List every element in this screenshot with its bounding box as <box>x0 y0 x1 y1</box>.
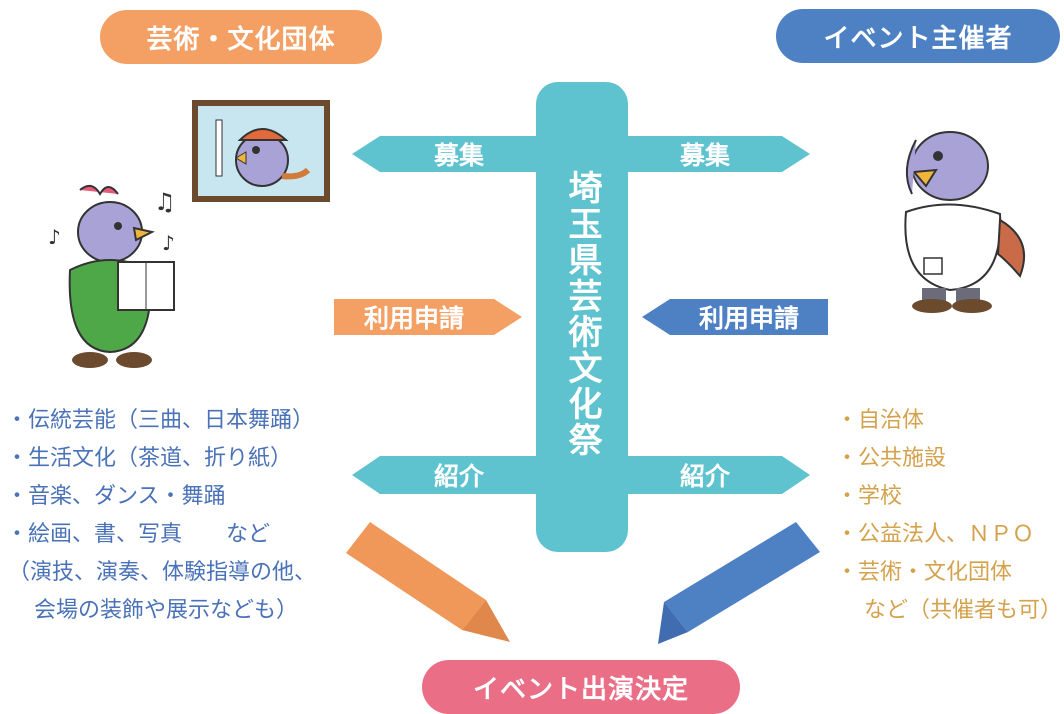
recruit-left-label: 募集 <box>433 141 484 170</box>
list-item: ・芸術・文化団体 <box>836 560 1013 585</box>
event-decision-footer: イベント出演決定 <box>422 660 740 714</box>
list-item: ・絵画、書、写真 など <box>6 522 271 547</box>
recruit-right-label: 募集 <box>679 141 730 170</box>
organizer-bird-mascot <box>904 131 1025 313</box>
introduce-arrow-right <box>628 456 810 494</box>
apply-right-label: 利用申請 <box>698 304 799 333</box>
recruit-arrow-right <box>628 136 810 172</box>
list-item: ・音楽、ダンス・舞踊 <box>6 484 226 509</box>
list-item: ・学校 <box>836 484 903 509</box>
event-organizer-header: イベント主催者 <box>776 9 1060 63</box>
svg-text:♪: ♪ <box>162 231 175 255</box>
introduce-right-label: 紹介 <box>679 462 730 491</box>
apply-left-label: 利用申請 <box>363 304 464 333</box>
center-festival-bar <box>536 82 628 552</box>
introduce-left-label: 紹介 <box>433 462 484 491</box>
arts-note-line-2: 会場の装飾や展示なども） <box>34 598 299 623</box>
list-item: ・生活文化（茶道、折り紙） <box>6 446 293 471</box>
list-item: ・公共施設 <box>836 446 947 471</box>
svg-text:♪: ♪ <box>48 225 61 249</box>
svg-text:♫: ♫ <box>154 188 176 216</box>
apply-arrow-right <box>642 299 828 335</box>
center-festival-label: 埼玉県芸術文化祭 <box>562 170 602 458</box>
introduce-arrow-left <box>352 456 536 494</box>
list-item: ・公益法人、ＮＰＯ <box>836 522 1035 547</box>
list-item: ・伝統芸能（三曲、日本舞踊） <box>6 408 315 433</box>
arts-note-line-1: （演技、演奏、体験指導の他、 <box>8 560 317 585</box>
singing-bird-mascot: ♫ ♪ ♪ <box>48 184 176 368</box>
arts-group-list: ・伝統芸能（三曲、日本舞踊） ・生活文化（茶道、折り紙） ・音楽、ダンス・舞踊 … <box>6 402 314 554</box>
orange-pencil-arrow <box>346 522 510 642</box>
blue-pencil-arrow <box>658 522 820 644</box>
recruit-arrow-left <box>352 136 536 172</box>
arts-group-header: 芸術・文化団体 <box>100 10 382 64</box>
framed-picture-illustration <box>192 100 330 202</box>
apply-arrow-left <box>334 299 522 335</box>
event-note: など（共催者も可） <box>864 598 1063 623</box>
list-item: ・自治体 <box>836 408 925 433</box>
event-organizer-list: ・自治体 ・公共施設 ・学校 ・公益法人、ＮＰＯ ・芸術・文化団体 <box>836 402 1034 592</box>
